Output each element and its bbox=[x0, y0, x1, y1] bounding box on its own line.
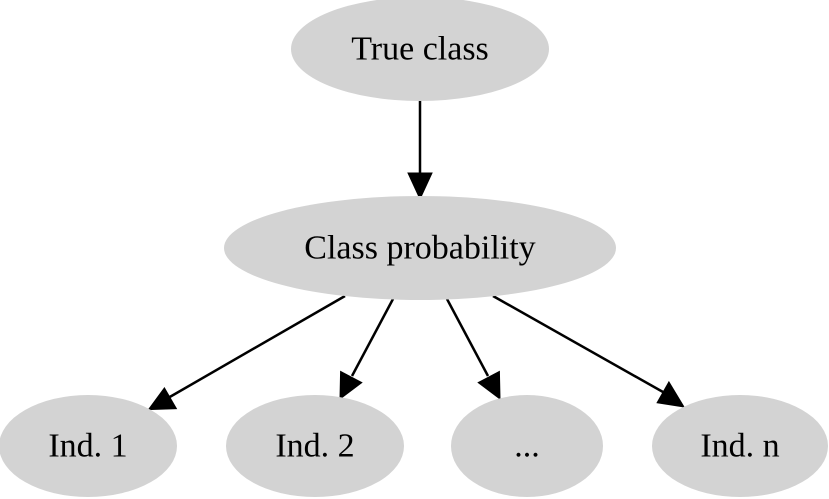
node-class-probability: Class probability bbox=[224, 196, 616, 300]
edge-class-probability-to-ind-1 bbox=[147, 294, 346, 411]
node-class-probability-label: Class probability bbox=[304, 230, 535, 267]
node-ind-1-label: Ind. 1 bbox=[48, 428, 127, 465]
edge-class-probability-to-ellipsis bbox=[445, 298, 501, 401]
node-ind-n: Ind. n bbox=[652, 395, 828, 497]
edge-true-class-to-class-probability bbox=[407, 100, 433, 201]
edge-class-probability-to-ind-n bbox=[492, 294, 685, 408]
node-true-class: True class bbox=[291, 0, 549, 101]
node-ind-2-shape bbox=[226, 395, 404, 497]
edges bbox=[147, 100, 685, 411]
node-class-probability-shape bbox=[224, 196, 616, 300]
node-ellipsis-shape bbox=[451, 395, 603, 497]
node-true-class-label: True class bbox=[351, 31, 489, 68]
node-ind-n-shape bbox=[652, 395, 828, 497]
node-ellipsis-label: ... bbox=[514, 428, 540, 465]
node-ind-1-shape bbox=[0, 395, 177, 497]
node-ind-2-label: Ind. 2 bbox=[275, 428, 354, 465]
node-true-class-shape bbox=[291, 0, 549, 101]
node-ellipsis: ... bbox=[451, 395, 603, 497]
edge-class-probability-to-ind-2 bbox=[339, 298, 395, 401]
node-ind-2: Ind. 2 bbox=[226, 395, 404, 497]
node-ind-1: Ind. 1 bbox=[0, 395, 177, 497]
node-ind-n-label: Ind. n bbox=[700, 428, 779, 465]
